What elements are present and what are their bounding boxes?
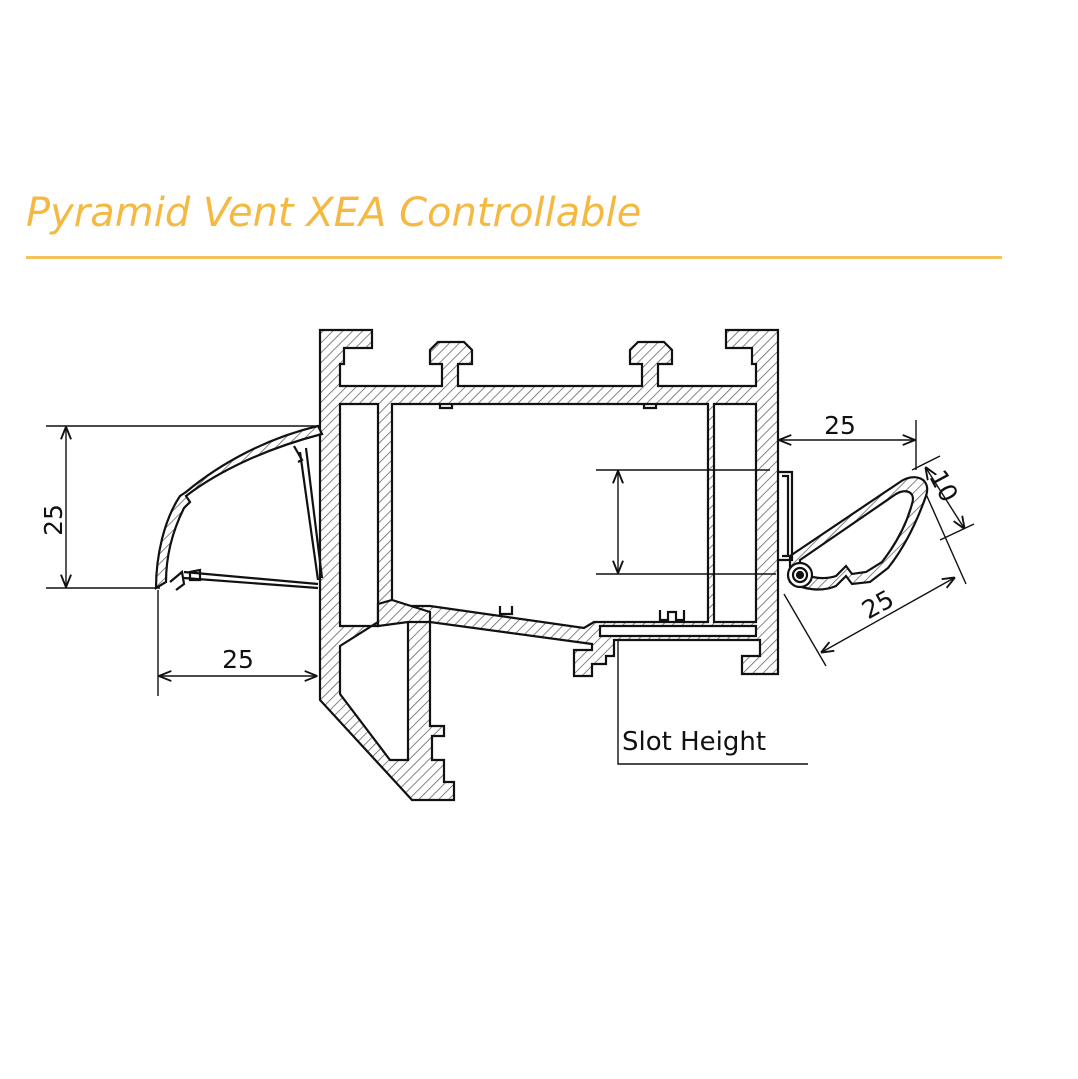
diagram-title: Pyramid Vent XEA Controllable <box>26 190 642 236</box>
dim-left-depth: 25 <box>222 645 254 674</box>
dim-top-right: 25 <box>824 411 856 440</box>
louvre-blade <box>778 470 929 591</box>
dim-left-height: 25 <box>39 504 68 536</box>
slot-height-label: Slot Height <box>622 727 766 757</box>
dimension-lines <box>46 420 975 765</box>
title-underline <box>26 256 1002 259</box>
left-hood <box>154 424 324 591</box>
main-extrusion <box>318 328 780 802</box>
dim-blade-length: 25 <box>857 584 899 625</box>
